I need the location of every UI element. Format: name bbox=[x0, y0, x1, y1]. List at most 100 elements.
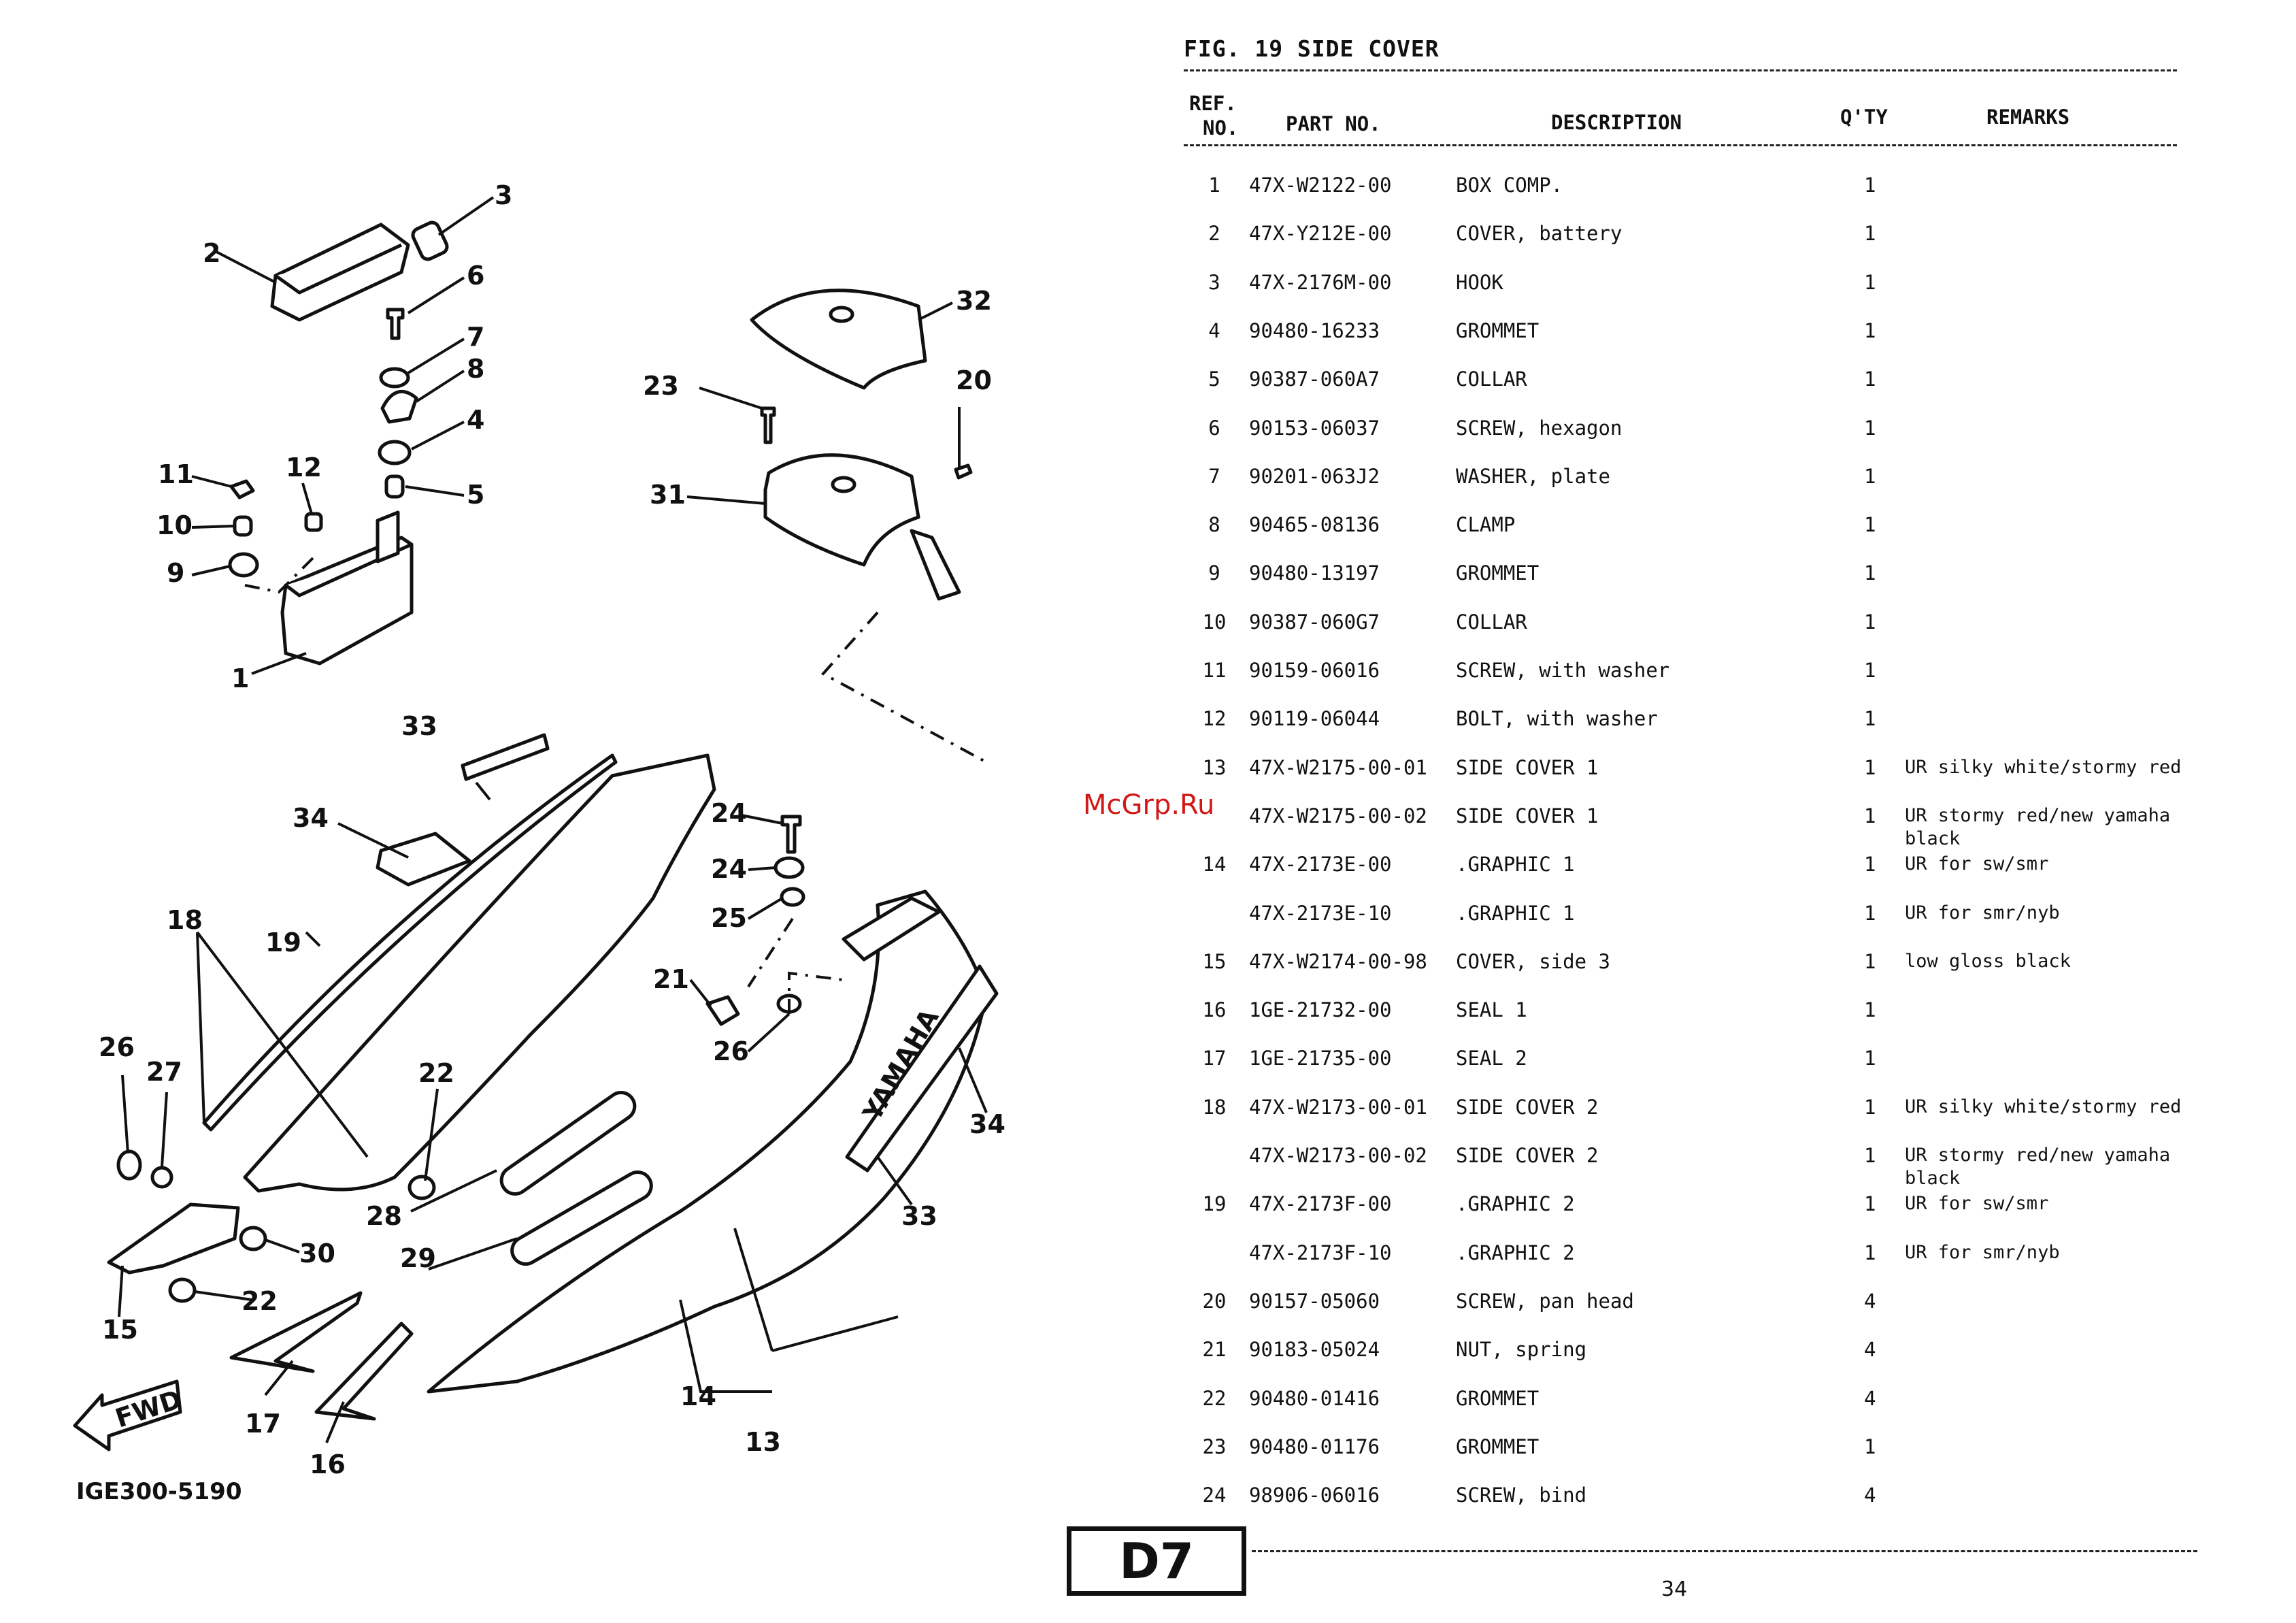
part-number-cell: 90465-08136 bbox=[1249, 513, 1380, 537]
part-number-cell: 90480-01416 bbox=[1249, 1386, 1380, 1410]
callout: 7 bbox=[467, 322, 484, 352]
ref-cell: 11 bbox=[1202, 659, 1227, 682]
callout: 5 bbox=[467, 480, 484, 510]
quantity-cell: 1 bbox=[1864, 610, 1876, 634]
part-number-cell: 90159-06016 bbox=[1249, 659, 1380, 682]
ref-cell: 1 bbox=[1208, 174, 1220, 197]
part-number-cell: 1GE-21735-00 bbox=[1249, 1047, 1392, 1070]
screw bbox=[386, 308, 405, 340]
callout: 27 bbox=[146, 1057, 182, 1087]
quantity-cell: 1 bbox=[1864, 1095, 1876, 1119]
quantity-cell: 1 bbox=[1864, 949, 1876, 973]
callout: 1 bbox=[231, 663, 249, 693]
ref-cell: 9 bbox=[1208, 561, 1220, 585]
remarks-cell: UR for sw/smr bbox=[1905, 1193, 2049, 1215]
part-number-cell: 47X-2173E-10 bbox=[1249, 901, 1392, 925]
ref-cell: 14 bbox=[1202, 853, 1227, 876]
callout: 28 bbox=[366, 1201, 402, 1231]
part-number-cell: 90387-060A7 bbox=[1249, 367, 1380, 391]
header-description: DESCRIPTION bbox=[1551, 111, 1682, 134]
quantity-cell: 4 bbox=[1864, 1483, 1876, 1507]
quantity-cell: 1 bbox=[1864, 464, 1876, 488]
description-cell: CLAMP bbox=[1456, 513, 1516, 537]
part-number-cell: 47X-W2175-00-01 bbox=[1249, 755, 1427, 779]
ref-cell: 5 bbox=[1208, 367, 1220, 391]
callout: 32 bbox=[956, 286, 992, 316]
part-number-cell: 47X-W2174-00-98 bbox=[1249, 949, 1427, 973]
quantity-cell: 1 bbox=[1864, 270, 1876, 294]
ref-cell: 18 bbox=[1202, 1095, 1227, 1119]
part-number-cell: 47X-2176M-00 bbox=[1249, 270, 1392, 294]
callout: 11 bbox=[158, 459, 194, 489]
description-cell: SEAL 2 bbox=[1456, 1047, 1527, 1070]
description-cell: SIDE COVER 2 bbox=[1456, 1144, 1599, 1167]
ref-cell: 16 bbox=[1202, 998, 1227, 1022]
part-number-cell: 90183-05024 bbox=[1249, 1338, 1380, 1362]
part-number-cell: 47X-W2175-00-02 bbox=[1249, 804, 1427, 827]
description-cell: .GRAPHIC 2 bbox=[1456, 1192, 1575, 1216]
description-cell: SCREW, with washer bbox=[1456, 659, 1670, 682]
description-cell: .GRAPHIC 2 bbox=[1456, 1241, 1575, 1264]
graphic-1 bbox=[845, 964, 999, 1173]
part-number-cell: 98906-06016 bbox=[1249, 1483, 1380, 1507]
quantity-cell: 1 bbox=[1864, 174, 1876, 197]
ref-cell: 15 bbox=[1202, 949, 1227, 973]
callout: 34 bbox=[969, 1109, 1005, 1139]
quantity-cell: 1 bbox=[1864, 367, 1876, 391]
part-number-cell: 47X-2173F-00 bbox=[1249, 1192, 1392, 1216]
quantity-cell: 1 bbox=[1864, 998, 1876, 1022]
clamp bbox=[380, 390, 418, 424]
callout: 15 bbox=[102, 1315, 138, 1345]
grommet bbox=[378, 440, 412, 465]
callout: 2 bbox=[203, 238, 220, 268]
ref-cell: 23 bbox=[1202, 1435, 1227, 1458]
ref-cell: 19 bbox=[1202, 1192, 1227, 1216]
callout: 29 bbox=[400, 1243, 436, 1273]
ref-cell: 12 bbox=[1202, 707, 1227, 731]
callout: 26 bbox=[713, 1036, 749, 1066]
exploded-parts-diagram: YAMAHA FWD 2 3 6 7 bbox=[73, 180, 1005, 1479]
bracket bbox=[763, 453, 920, 567]
seal-1 bbox=[314, 1322, 414, 1421]
header-qty: Q'TY bbox=[1840, 105, 1888, 129]
callout: 3 bbox=[495, 180, 512, 210]
side-cover-3 bbox=[107, 1202, 240, 1275]
battery-box bbox=[280, 536, 414, 666]
page-number: 34 bbox=[1661, 1577, 1688, 1601]
ref-cell: 6 bbox=[1208, 416, 1220, 440]
callout: 19 bbox=[265, 928, 301, 957]
quantity-cell: 1 bbox=[1864, 222, 1876, 246]
part-number-cell: 47X-Y212E-00 bbox=[1249, 222, 1392, 246]
part-number-cell: 90201-063J2 bbox=[1249, 464, 1380, 488]
quantity-cell: 1 bbox=[1864, 707, 1876, 731]
part-number-cell: 47X-2173F-10 bbox=[1249, 1241, 1392, 1264]
part-number-cell: 90480-13197 bbox=[1249, 561, 1380, 585]
callout: 4 bbox=[467, 405, 484, 435]
quantity-cell: 1 bbox=[1864, 416, 1876, 440]
ref-cell: 8 bbox=[1208, 513, 1220, 537]
callout: 12 bbox=[286, 453, 322, 482]
description-cell: SIDE COVER 1 bbox=[1456, 804, 1599, 827]
quantity-cell: 1 bbox=[1864, 1435, 1876, 1458]
description-cell: COVER, side 3 bbox=[1456, 949, 1610, 973]
callout: 33 bbox=[901, 1201, 937, 1231]
part-number-cell: 90153-06037 bbox=[1249, 416, 1380, 440]
description-cell: COVER, battery bbox=[1456, 222, 1623, 246]
description-cell: GROMMET bbox=[1456, 561, 1540, 585]
washer bbox=[379, 367, 410, 389]
description-cell: .GRAPHIC 1 bbox=[1456, 901, 1575, 925]
part-number-cell: 90157-05060 bbox=[1249, 1289, 1380, 1313]
description-cell: BOX COMP. bbox=[1456, 174, 1563, 197]
callout: 26 bbox=[99, 1032, 135, 1062]
quantity-cell: 1 bbox=[1864, 901, 1876, 925]
